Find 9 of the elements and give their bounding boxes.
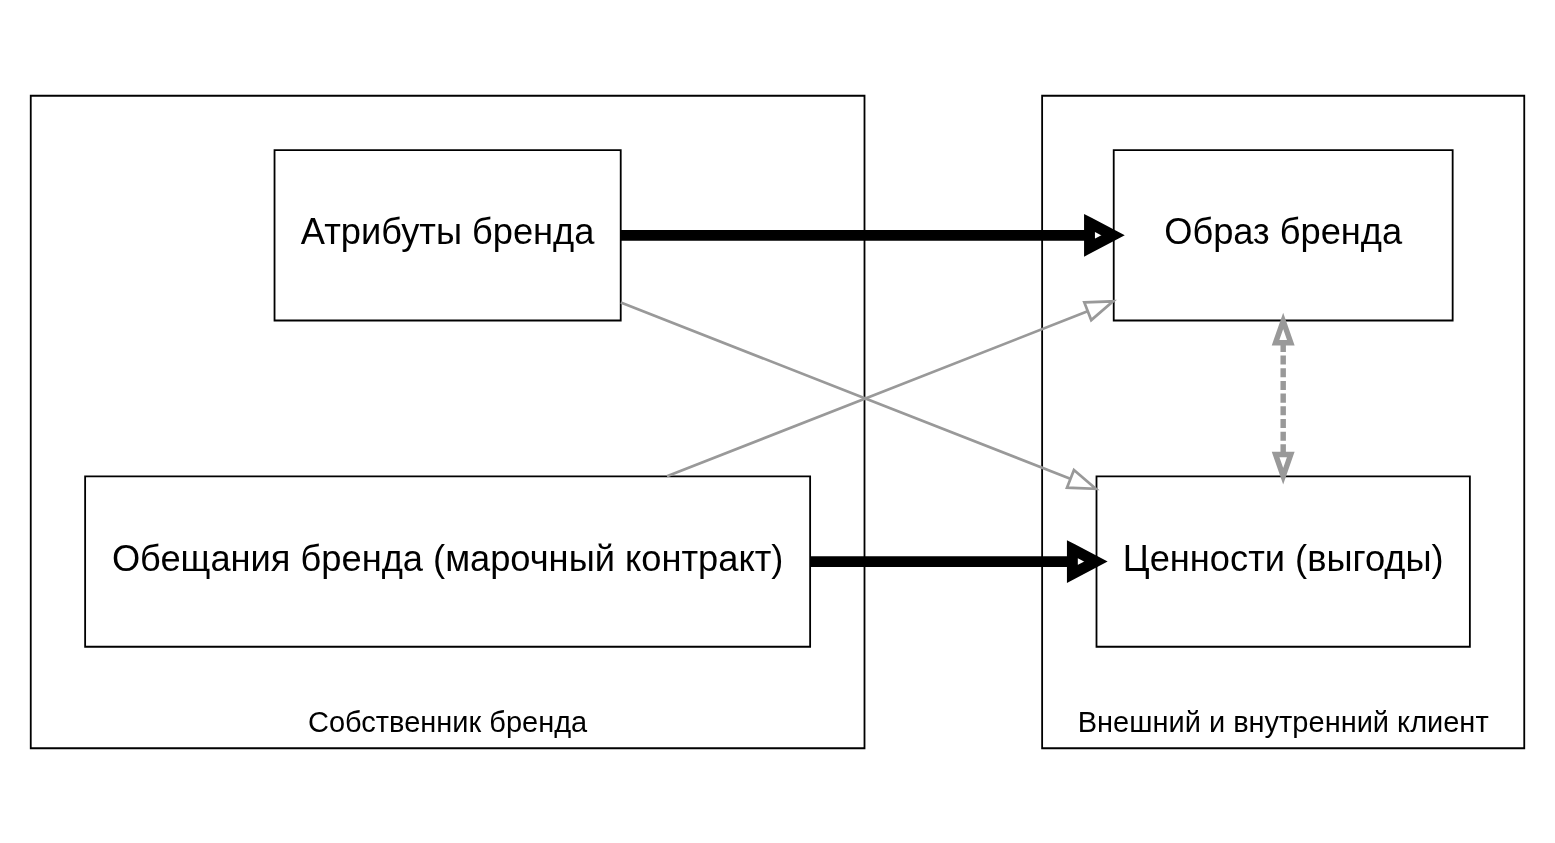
arrow: [1271, 312, 1295, 484]
arrow: [810, 539, 1108, 583]
node-box: Ценности (выгоды): [1095, 474, 1471, 648]
arrow: [666, 299, 1117, 478]
arrow: [620, 300, 1100, 490]
node-box: Обещания бренда (марочный контракт): [84, 474, 812, 648]
node-box: Образ бренда: [1112, 148, 1454, 321]
node-box: Атрибуты бренда: [273, 148, 622, 321]
arrow: [620, 213, 1125, 257]
